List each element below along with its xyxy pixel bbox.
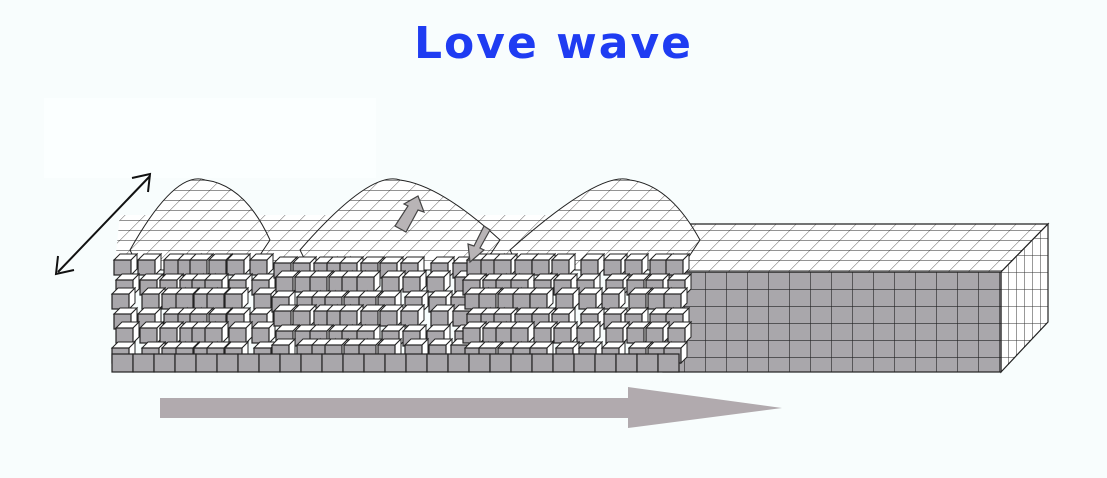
deformed-blocks bbox=[112, 254, 691, 363]
right-arrow-icon bbox=[160, 387, 782, 428]
bottom-row bbox=[112, 354, 679, 372]
block-top-surface bbox=[640, 224, 1048, 272]
block-front-face bbox=[663, 272, 1001, 372]
